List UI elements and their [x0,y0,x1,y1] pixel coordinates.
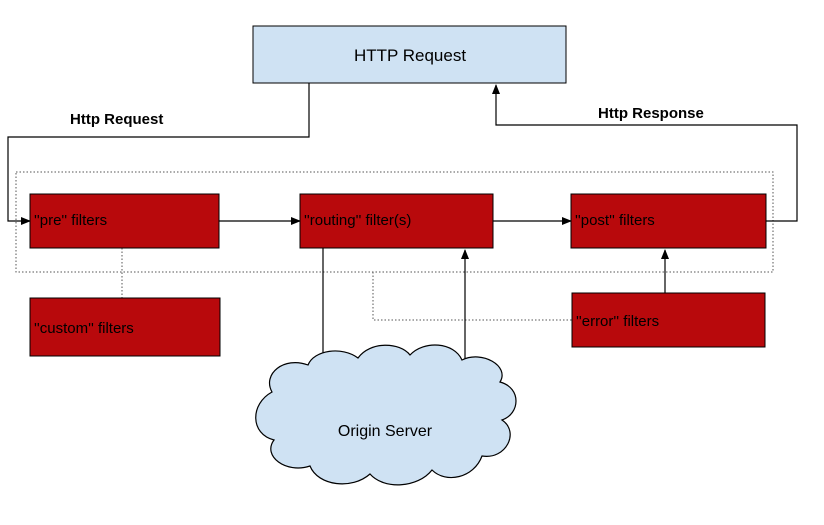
pre-filters-label: ''pre'' filters [34,212,107,229]
response-out-arrow [492,84,798,222]
origin-server-cloud: Origin Server [255,344,517,486]
post-filters-label: ''post'' filters [575,212,655,229]
error-filter-dotted-link [372,272,572,321]
request-in-arrow [7,83,310,225]
http-request-box [252,25,567,84]
pre-filters-box [29,193,220,249]
http-request-edge-label: Http Request [70,111,163,128]
filter-chain-group [15,171,774,273]
routing-filter-label: ''routing'' filter(s) [304,212,411,229]
cloud-shape [255,344,517,486]
custom-filters-label: ''custom'' filters [34,320,134,337]
post-filters-box [570,193,767,249]
custom-filters-box [29,297,221,357]
http-response-edge-label: Http Response [598,105,704,122]
error-filters-box [571,292,766,348]
origin-server-label: Origin Server [338,423,433,440]
http-request-box-label: HTTP Request [354,46,466,65]
routing-filter-box [299,193,494,249]
error-filters-label: ''error'' filters [576,313,659,330]
